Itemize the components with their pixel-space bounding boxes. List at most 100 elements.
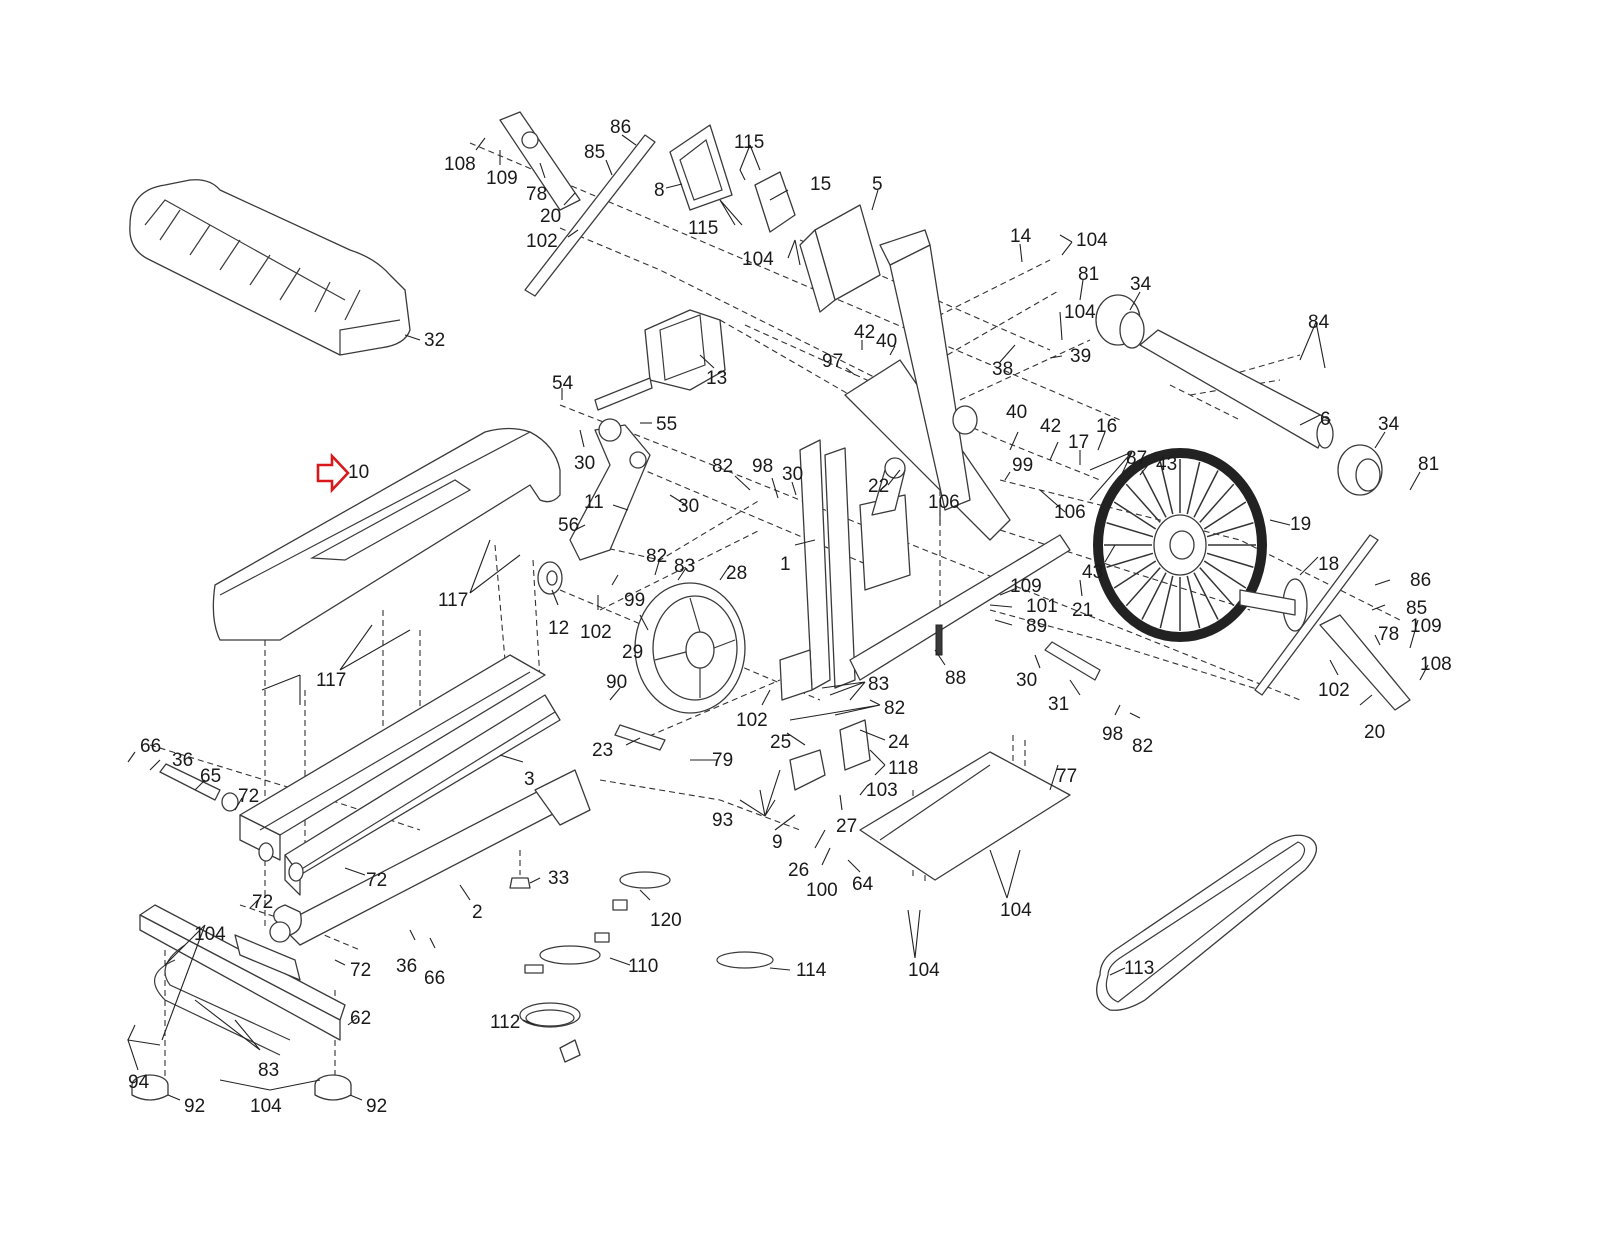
- callout-43: 43: [1082, 562, 1103, 583]
- flywheel-spoke: [1193, 572, 1219, 620]
- flywheel-spoke: [1199, 483, 1235, 523]
- callout-90: 90: [606, 672, 627, 693]
- callout-99: 99: [1012, 455, 1033, 476]
- leader-lines: [127, 134, 1429, 1101]
- callout-82: 82: [1132, 736, 1153, 757]
- callout-3: 3: [524, 769, 535, 790]
- callout-84: 84: [1308, 312, 1330, 333]
- callout-62: 62: [350, 1008, 371, 1029]
- flywheel-spoke: [1141, 470, 1167, 518]
- part-5-control-box: [799, 204, 881, 313]
- part-112-power-cord: [519, 1002, 581, 1063]
- part-11-crank-arm: [569, 418, 651, 561]
- callout-54: 54: [552, 373, 574, 394]
- callout-6: 6: [1320, 409, 1331, 430]
- callout-65: 65: [200, 766, 221, 787]
- callout-108: 108: [1420, 654, 1452, 675]
- flywheel-spoke: [1106, 522, 1154, 538]
- callout-72: 72: [366, 870, 387, 891]
- part-92-leveling-foot-right: [314, 1074, 352, 1101]
- callout-110: 110: [628, 956, 658, 977]
- callout-108: 108: [444, 154, 476, 175]
- callout-104: 104: [194, 924, 226, 945]
- callout-40: 40: [1006, 402, 1027, 423]
- callout-18: 18: [1318, 554, 1339, 575]
- red-outline-arrow-right-icon: [316, 452, 350, 494]
- callout-labels: 108 109 78 85 86 20 102 8 115 115 15 5 1…: [128, 117, 1452, 1117]
- callout-19: 19: [1290, 514, 1311, 535]
- callout-113: 113: [1124, 958, 1154, 979]
- callout-106: 106: [1054, 502, 1086, 523]
- callout-42: 42: [1040, 416, 1061, 437]
- callout-22: 22: [868, 476, 889, 497]
- callout-20: 20: [1364, 722, 1385, 743]
- part-1-frame: [779, 229, 1071, 701]
- flywheel-spoke: [1125, 483, 1161, 523]
- callout-64: 64: [852, 874, 874, 895]
- callout-104: 104: [1064, 302, 1096, 323]
- callout-9: 9: [772, 832, 783, 853]
- part-65-axle: [159, 763, 239, 812]
- part-19-flywheel: [1093, 448, 1267, 642]
- part-120-wire-harness: [612, 871, 671, 911]
- callout-104: 104: [742, 249, 774, 270]
- callout-112: 112: [490, 1012, 520, 1033]
- callout-32: 32: [424, 330, 445, 351]
- part-6-front-axle: [1139, 329, 1334, 449]
- callout-78: 78: [526, 184, 547, 205]
- part-34-roller-bottom: [1337, 444, 1383, 496]
- callout-34: 34: [1378, 414, 1400, 435]
- part-77-shield-pan: [859, 751, 1071, 881]
- part-20-upper-arm-left: [499, 111, 656, 297]
- part-15-console-plate: [754, 171, 796, 233]
- callout-104: 104: [1000, 900, 1032, 921]
- callout-25: 25: [770, 732, 791, 753]
- callout-79: 79: [712, 750, 733, 771]
- callout-88: 88: [945, 668, 966, 689]
- part-110-wire-harness: [524, 932, 610, 974]
- part-28-drive-pulley: [634, 582, 746, 714]
- flywheel-spoke: [1159, 461, 1174, 515]
- part-18-hub-disc: [1239, 578, 1308, 632]
- callout-115: 115: [734, 132, 764, 153]
- callout-93: 93: [712, 810, 733, 831]
- flywheel-spoke: [1206, 522, 1254, 538]
- flywheel-spoke: [1113, 501, 1157, 530]
- callout-83: 83: [258, 1060, 279, 1081]
- callout-77: 77: [1056, 766, 1077, 787]
- callout-28: 28: [726, 563, 747, 584]
- flywheel-spoke: [1199, 567, 1235, 607]
- callout-12: 12: [548, 618, 569, 639]
- callout-72: 72: [252, 892, 273, 913]
- callout-11: 11: [584, 492, 604, 513]
- callout-86: 86: [610, 117, 631, 138]
- part-12-idler-pulley: [537, 561, 563, 595]
- part-10-rail-cover: [212, 427, 561, 641]
- callout-102: 102: [526, 231, 558, 252]
- callout-15: 15: [810, 174, 831, 195]
- callout-92: 92: [366, 1096, 387, 1117]
- callout-83: 83: [868, 674, 889, 695]
- part-31-shaft: [1044, 641, 1101, 681]
- callout-109: 109: [486, 168, 518, 189]
- callout-106: 106: [928, 492, 960, 513]
- part-34-roller-top: [1095, 294, 1145, 349]
- callout-98: 98: [752, 456, 773, 477]
- callout-117: 117: [316, 670, 346, 691]
- part-23-magnet-assembly: [614, 724, 666, 751]
- callout-85: 85: [1406, 598, 1427, 619]
- callout-16: 16: [1096, 416, 1117, 437]
- part-22-idler-arm: [871, 457, 906, 516]
- flywheel-spoke: [1113, 560, 1157, 589]
- part-88-bolt: [935, 624, 943, 656]
- callout-101: 101: [1026, 596, 1058, 617]
- callout-97: 97: [822, 351, 843, 372]
- flywheel-spoke: [1186, 575, 1201, 629]
- callout-36: 36: [172, 750, 193, 771]
- callout-42: 42: [854, 322, 875, 343]
- callout-21: 21: [1072, 600, 1093, 621]
- part-13-motor: [594, 309, 726, 411]
- flywheel-spoke: [1203, 501, 1247, 530]
- callout-102: 102: [1318, 680, 1350, 701]
- callout-87: 87: [1126, 448, 1147, 469]
